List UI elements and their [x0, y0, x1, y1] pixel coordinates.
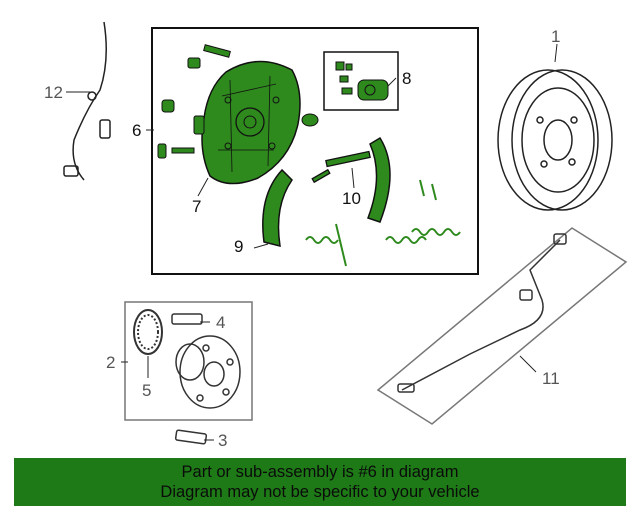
hub-flange[interactable] — [175, 335, 241, 409]
callout-1: 1 — [551, 27, 560, 46]
callout-5: 5 — [142, 381, 151, 400]
brake-shoe-9[interactable] — [262, 168, 293, 248]
hardware-bolts[interactable] — [157, 44, 319, 159]
hub-bolt-4[interactable] — [171, 313, 203, 325]
assembly-box-6 — [151, 27, 479, 275]
callout-11: 11 — [542, 369, 560, 388]
abs-tone-ring[interactable] — [133, 309, 163, 355]
brake-shoe-right[interactable] — [367, 136, 391, 223]
info-banner: Part or sub-assembly is #6 in diagram Di… — [14, 458, 626, 506]
wheel-cylinder-box — [323, 51, 399, 111]
hub-assembly-box — [124, 301, 253, 421]
callout-12: 12 — [44, 83, 63, 102]
backing-plate[interactable] — [201, 60, 301, 185]
abs-sensor-wire[interactable] — [63, 21, 111, 181]
wheel-cylinder[interactable] — [335, 61, 389, 101]
banner-line-1: Part or sub-assembly is #6 in diagram — [181, 463, 459, 481]
brake-hose[interactable] — [397, 233, 567, 393]
banner-line-2: Diagram may not be specific to your vehi… — [160, 483, 480, 501]
leader-lines — [66, 43, 558, 441]
springs[interactable] — [305, 179, 461, 267]
callout-10: 10 — [342, 189, 361, 208]
callout-2: 2 — [106, 353, 115, 372]
brake-hose-box — [376, 227, 628, 425]
brake-drum[interactable] — [497, 69, 613, 211]
callout-8: 8 — [402, 69, 411, 88]
hub-bolt-3[interactable] — [174, 429, 208, 445]
callout-7: 7 — [192, 197, 201, 216]
callout-3: 3 — [218, 431, 227, 450]
callout-9: 9 — [234, 237, 243, 256]
adjuster-10[interactable] — [311, 150, 371, 184]
callout-4: 4 — [216, 313, 225, 332]
callout-6: 6 — [132, 121, 141, 140]
